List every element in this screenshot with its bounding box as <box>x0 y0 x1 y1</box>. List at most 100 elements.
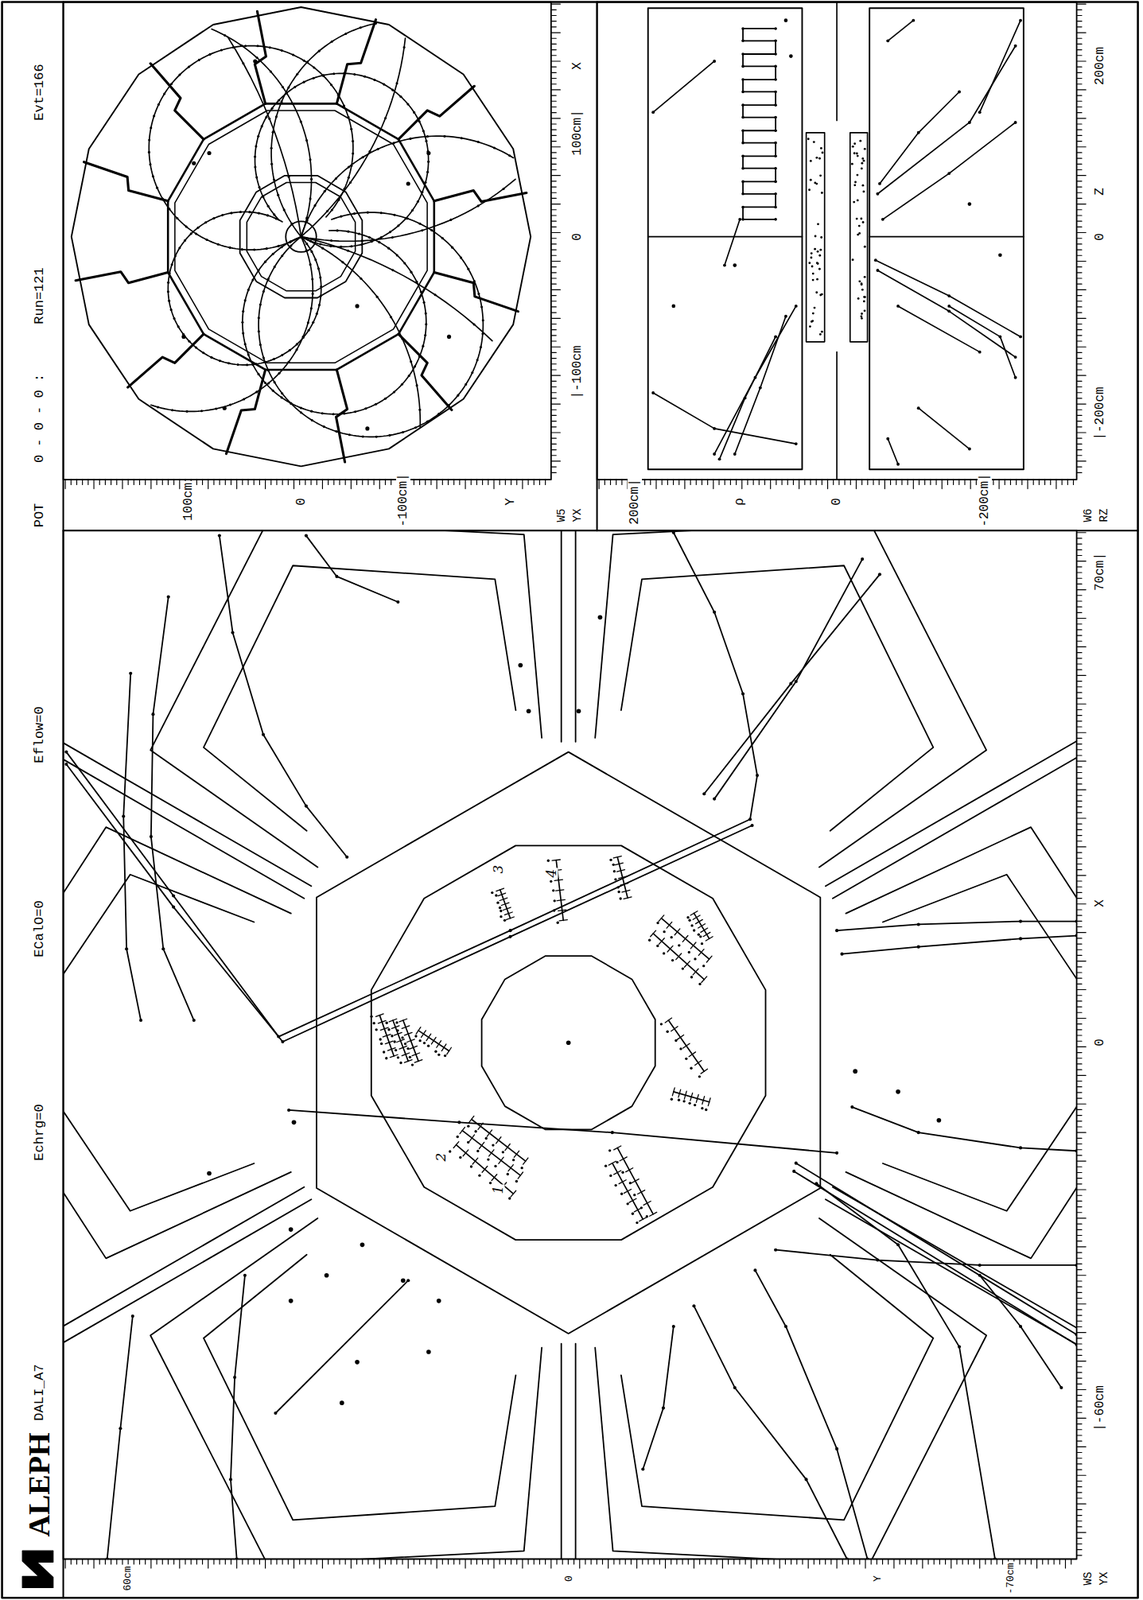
hit-dot <box>698 983 701 986</box>
axis-tick <box>259 479 261 485</box>
axis-tick <box>730 479 731 485</box>
hit-dot <box>253 155 257 158</box>
hit-dot <box>712 797 716 801</box>
hit-dot <box>813 248 817 251</box>
axis-tick <box>1076 600 1082 602</box>
track-line <box>724 219 740 266</box>
hit-dot <box>401 431 405 434</box>
axis-tick <box>1076 169 1082 171</box>
track-points <box>229 1274 247 1560</box>
track-line <box>107 1316 133 1559</box>
hit-tick <box>554 879 563 881</box>
hit-dot <box>418 120 421 123</box>
hit-dot <box>220 48 223 51</box>
axis-tick <box>551 209 556 210</box>
axis-tick <box>613 1558 615 1564</box>
axis-tick <box>1076 66 1082 68</box>
hit-tick <box>496 1137 502 1144</box>
axis-tick <box>133 1558 135 1564</box>
hit-dot <box>264 381 267 385</box>
hit-dot <box>227 361 230 365</box>
axis-tick <box>1002 1558 1004 1564</box>
axis-tick <box>1076 306 1082 308</box>
hit-dot <box>621 1171 624 1175</box>
hit-dot <box>617 890 620 894</box>
hit-dot <box>239 210 242 214</box>
axis-tick <box>1076 1000 1082 1002</box>
inner-chamber <box>482 956 656 1130</box>
hit-dot <box>330 83 333 86</box>
axis-tick <box>104 1558 106 1564</box>
hit-dot <box>347 166 350 169</box>
axis-tick <box>1076 158 1082 160</box>
axis-tick <box>482 479 483 485</box>
hit-dot <box>368 150 371 153</box>
hit-dot <box>852 1069 858 1074</box>
axis-tick <box>1076 260 1087 262</box>
axis-label: 100cm <box>181 481 196 523</box>
axis-tick <box>661 479 663 485</box>
axis-tick <box>1076 777 1082 779</box>
hit-dot <box>860 167 864 170</box>
hit-dot <box>241 248 244 251</box>
axis-tick <box>1076 1166 1082 1168</box>
axis-tick <box>1076 15 1082 16</box>
hit-dot <box>151 174 155 178</box>
hit-dot <box>299 120 303 123</box>
hit-dot <box>693 957 696 961</box>
hit-dot <box>270 147 273 150</box>
axis-tick <box>442 479 444 485</box>
axis-tick <box>1076 1406 1082 1408</box>
hit-dot <box>172 317 175 320</box>
axis-label: Y <box>503 496 518 508</box>
hit-dot <box>482 318 485 322</box>
axis-tick <box>1076 243 1082 245</box>
hit-tick <box>618 1180 626 1185</box>
hit-dot <box>254 144 257 148</box>
axis-tick <box>1073 479 1074 485</box>
hit-dot <box>426 420 429 424</box>
hit-dot <box>490 891 494 895</box>
axis-tick <box>1076 54 1082 56</box>
hit-dot <box>794 442 798 446</box>
axis-tick <box>1076 634 1082 636</box>
hit-dot <box>856 198 860 202</box>
track-line <box>653 61 715 113</box>
axis-tick <box>551 249 556 251</box>
tpc-box <box>850 132 868 343</box>
hit-tick <box>505 912 514 915</box>
hit-dot <box>773 217 778 222</box>
axis-tick <box>1076 1224 1082 1225</box>
axis-tick <box>310 479 312 485</box>
track-line <box>887 439 899 465</box>
hit-dot <box>287 1108 291 1112</box>
axis-tick <box>625 1558 626 1564</box>
hit-dot <box>851 163 854 166</box>
hit-dot <box>773 155 778 159</box>
hit-dot <box>341 260 344 264</box>
hit-dot <box>380 236 383 239</box>
hit-dot <box>423 181 427 184</box>
hit-dot <box>427 1044 430 1047</box>
hit-dot <box>819 333 822 336</box>
hit-tick <box>415 1027 421 1035</box>
axis-tick <box>551 198 556 199</box>
yx-overview <box>71 7 531 467</box>
hit-dot <box>322 73 325 77</box>
hit-dot <box>304 534 308 538</box>
hit-dot <box>348 433 351 436</box>
hit-dot <box>332 412 335 416</box>
hit-tick <box>396 1039 405 1043</box>
axis-tick <box>1076 369 1082 370</box>
hit-dot <box>309 240 312 243</box>
axis-tick <box>1038 479 1040 485</box>
hit-dot <box>518 663 524 669</box>
hit-dot <box>272 252 275 256</box>
axis-tick <box>596 1558 598 1564</box>
track-line <box>877 270 1015 358</box>
axis-tick <box>796 1558 797 1564</box>
hit-dot <box>330 208 334 211</box>
axis-tick <box>962 1558 964 1564</box>
axis-tick <box>551 306 556 308</box>
axis-tick <box>758 479 760 485</box>
